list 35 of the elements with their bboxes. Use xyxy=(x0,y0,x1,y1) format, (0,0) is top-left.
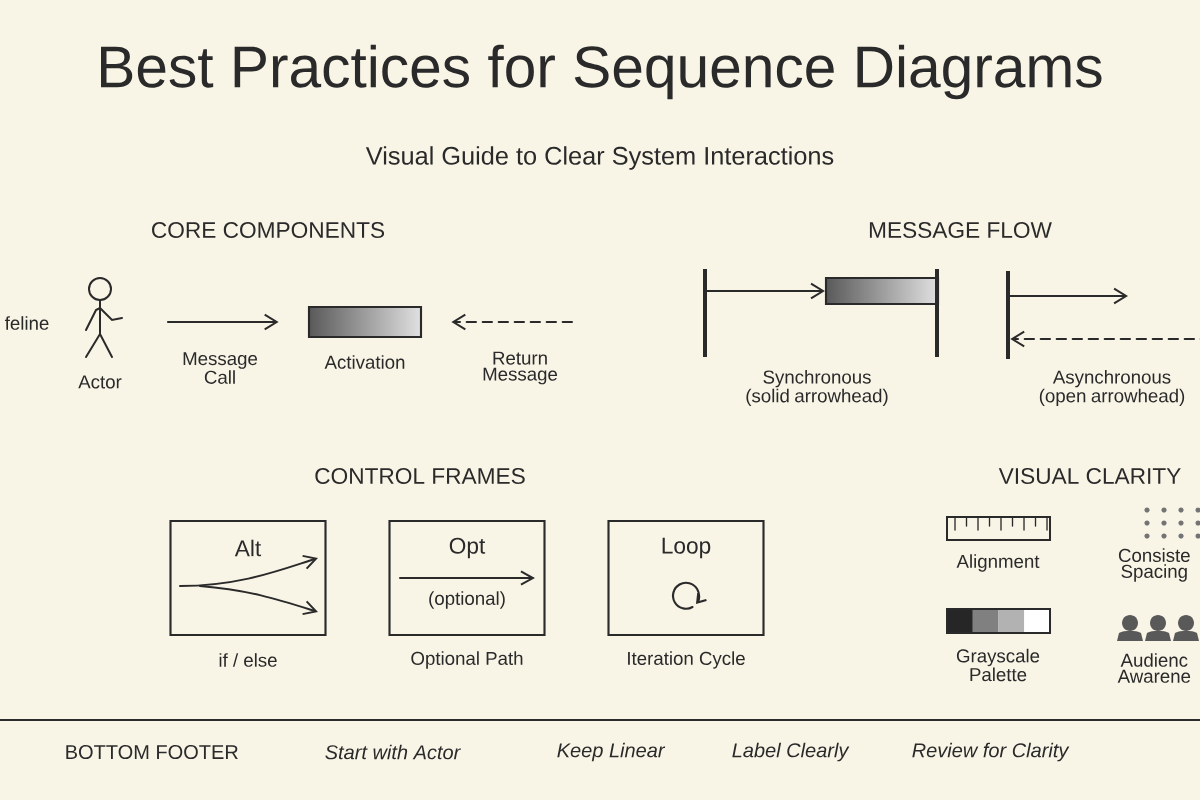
section-heading: VISUAL CLARITY xyxy=(998,468,1181,485)
label: Audienc Awarene xyxy=(1117,653,1191,683)
label: Asynchronous (open arrowhead) xyxy=(1039,369,1185,407)
label: Synchronous (solid arrowhead) xyxy=(746,369,888,407)
footer-item: Start with Actor xyxy=(325,744,461,760)
node-caption: Iteration Cycle xyxy=(628,651,745,669)
node-caption: Actor xyxy=(78,375,122,389)
lifeline xyxy=(1006,271,1010,359)
node-caption: Optional Path xyxy=(411,651,523,669)
node-caption: Activation xyxy=(324,355,405,369)
section-heading: CONTROL FRAMES xyxy=(315,468,525,485)
arrow xyxy=(706,282,825,300)
label: Consiste Spacing xyxy=(1118,548,1190,582)
footer-item: Keep Linear xyxy=(557,742,666,762)
footer-item: Review for Clarity xyxy=(912,742,1070,762)
arrow xyxy=(1009,287,1128,305)
frame-box: Opt (optional) xyxy=(388,519,546,637)
subtitle: Visual Guide to Clear System Interactions xyxy=(365,146,834,170)
node-caption: if / else xyxy=(219,653,277,667)
frame-box: Loop xyxy=(607,519,765,637)
edge-label: Return Message xyxy=(483,351,558,385)
section-heading: MESSAGE FLOW xyxy=(869,222,1052,239)
frame-box: Alt xyxy=(169,519,327,637)
arrow xyxy=(451,313,573,331)
title: Best Practices for Sequence Diagrams xyxy=(101,44,1102,100)
lifeline xyxy=(703,269,707,357)
lifeline xyxy=(935,269,939,357)
arrow xyxy=(166,313,279,331)
footer-item: Label Clearly xyxy=(732,742,850,762)
label: Alignment xyxy=(956,554,1040,572)
section-heading: CORE COMPONENTS xyxy=(152,222,385,239)
edge-label: Message Call xyxy=(183,352,258,384)
label: Grayscale Palette xyxy=(956,648,1040,682)
footer-heading: BOTTOM FOOTER xyxy=(66,744,238,760)
label: feline xyxy=(5,316,49,330)
